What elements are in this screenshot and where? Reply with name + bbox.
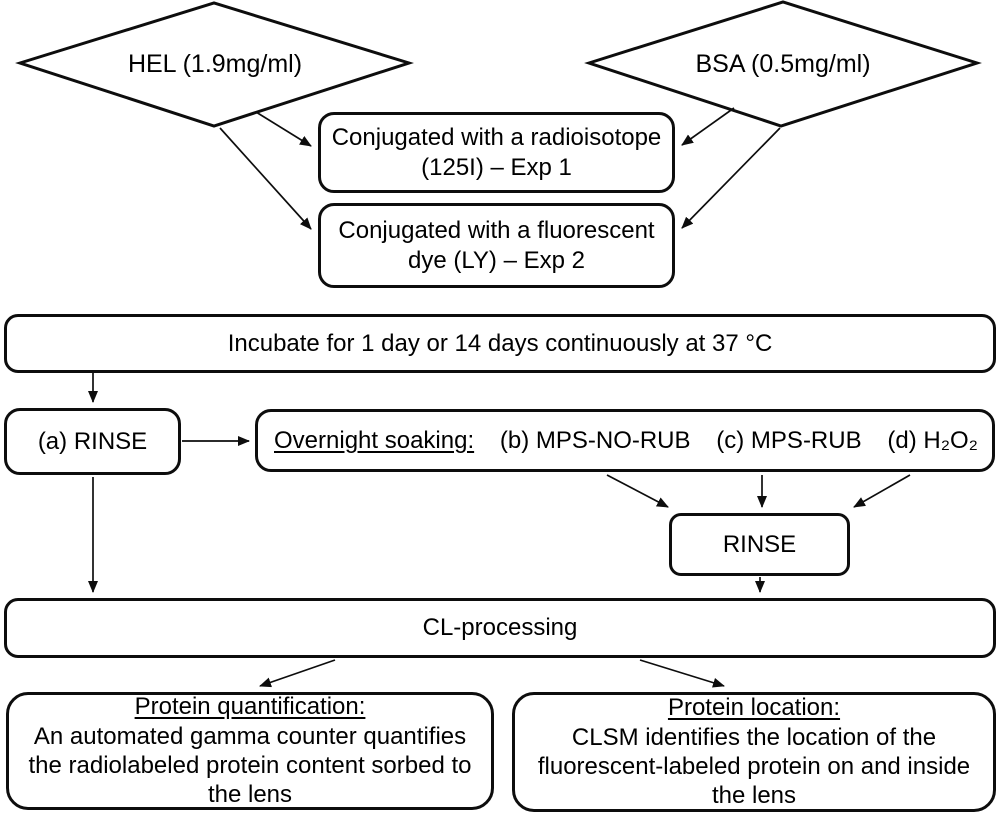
rinse-box: RINSE	[669, 513, 850, 576]
arrow-hel-to-dye	[219, 127, 312, 230]
conjugated-dye-line1: Conjugated with a fluorescent	[338, 217, 655, 245]
arrow-hel-to-radioisotope	[255, 111, 312, 147]
cl-processing-label: CL-processing	[422, 614, 578, 642]
arrow-cl-to-location	[639, 659, 725, 688]
protein-location-line: the lens	[711, 782, 797, 810]
soaking-option-c: (c) MPS-RUB	[716, 426, 862, 454]
conjugated-radioisotope-line1: Conjugated with a radioisotope	[331, 124, 662, 152]
arrow-mps-no-rub-to-rinse	[606, 474, 669, 508]
arrow-cl-to-quantification	[259, 659, 336, 688]
overnight-soaking-box: Overnight soaking: (b) MPS-NO-RUB (c) MP…	[255, 409, 995, 472]
protein-quantification-line: An automated gamma counter quantifies	[33, 722, 467, 750]
protein-quantification-line: the lens	[207, 781, 293, 809]
bsa-diamond-label: BSA (0.5mg/ml)	[695, 50, 871, 78]
cl-processing-box: CL-processing	[4, 598, 996, 658]
arrow-h2o2-to-rinse	[853, 474, 911, 508]
soaking-option-d: (d) H₂O₂	[887, 426, 978, 454]
bsa-diamond	[584, 0, 982, 128]
arrow-bsa-to-dye	[681, 127, 781, 229]
rinse-a-box: (a) RINSE	[4, 408, 181, 475]
conjugated-radioisotope-line2: (125I) – Exp 1	[421, 153, 572, 181]
protein-location-box: Protein location: CLSM identifies the lo…	[512, 692, 996, 812]
arrow-bsa-to-radioisotope	[681, 107, 735, 146]
protein-quantification-line: the radiolabeled protein content sorbed …	[28, 752, 472, 779]
hel-diamond	[15, 1, 414, 128]
soaking-option-b: (b) MPS-NO-RUB	[499, 426, 691, 454]
hel-diamond-label: HEL (1.9mg/ml)	[127, 50, 303, 78]
rinse-a-label: (a) RINSE	[37, 427, 148, 455]
overnight-soaking-title: Overnight soaking:	[274, 426, 475, 454]
incubate-box: Incubate for 1 day or 14 days continuous…	[4, 314, 996, 373]
protein-location-line: fluorescent-labeled protein on and insid…	[537, 753, 971, 780]
protein-location-line: CLSM identifies the location of the	[571, 723, 937, 751]
protein-quantification-title: Protein quantification:	[134, 693, 366, 721]
conjugated-radioisotope-box: Conjugated with a radioisotope (125I) – …	[318, 112, 675, 193]
conjugated-dye-line2: dye (LY) – Exp 2	[408, 246, 585, 274]
conjugated-dye-box: Conjugated with a fluorescent dye (LY) –…	[318, 203, 675, 288]
protein-location-title: Protein location:	[667, 694, 841, 722]
incubate-label: Incubate for 1 day or 14 days continuous…	[227, 329, 773, 357]
protein-quantification-box: Protein quantification: An automated gam…	[6, 692, 494, 810]
rinse-label: RINSE	[722, 530, 797, 558]
